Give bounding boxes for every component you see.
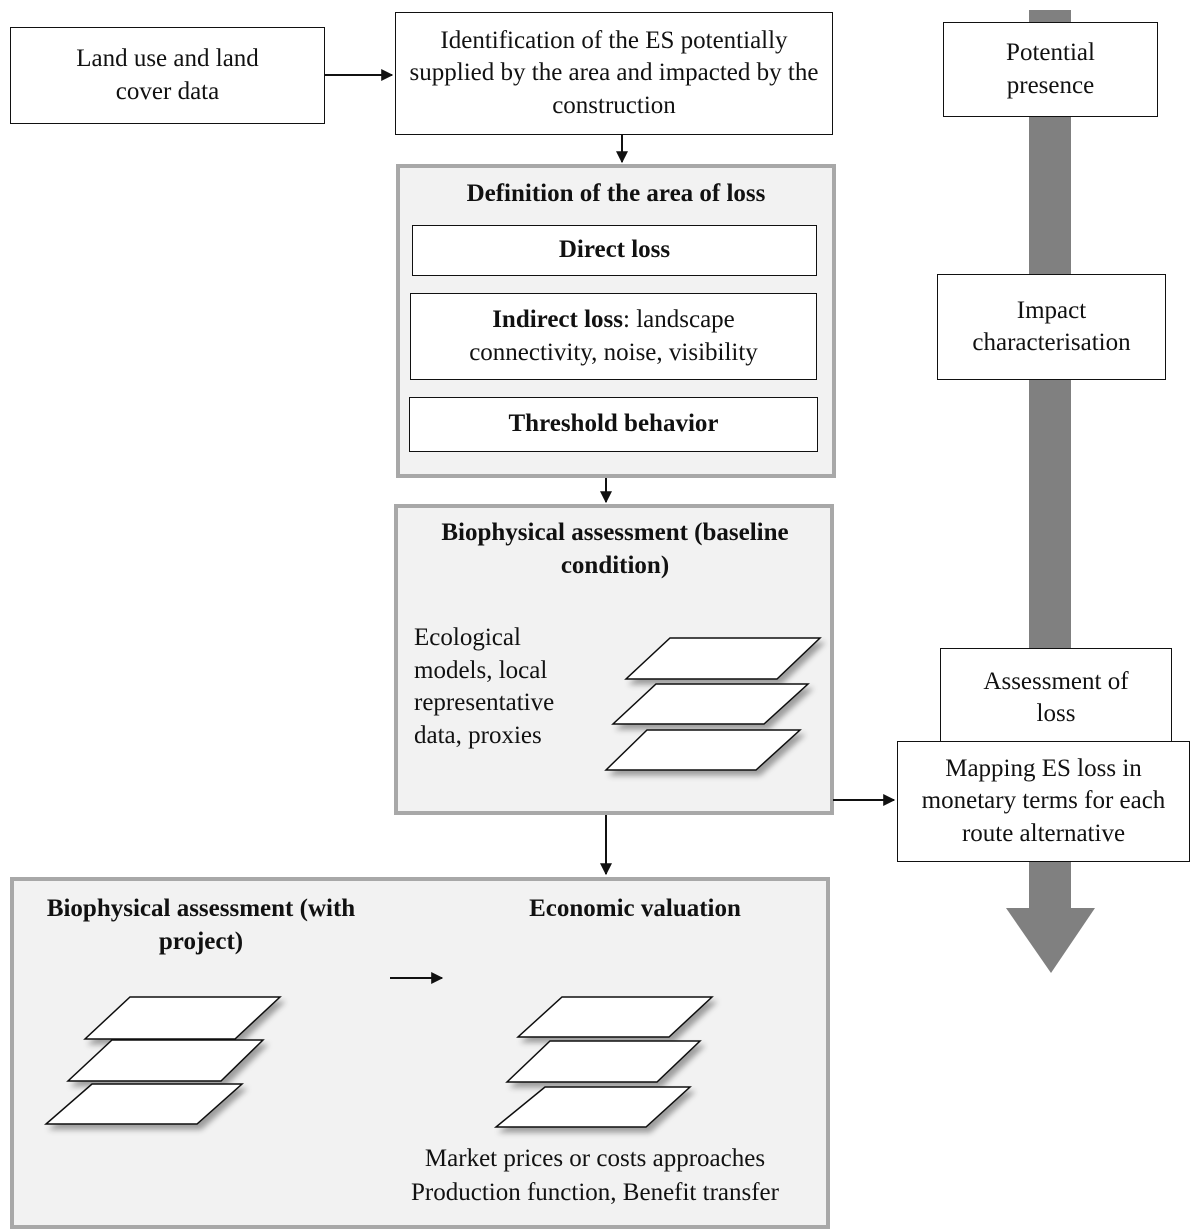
threshold-behavior-box: Threshold behavior bbox=[409, 397, 818, 452]
baseline-layer-bottom bbox=[604, 729, 802, 771]
indirect-loss-box: Indirect loss: landscape connectivity, n… bbox=[410, 293, 817, 380]
approaches-line-2: Production function, Benefit transfer bbox=[411, 1179, 779, 1206]
with-project-title: Biophysical assessment (with project) bbox=[46, 895, 356, 955]
baseline-panel-title: Biophysical assessment (baseline conditi… bbox=[441, 519, 789, 579]
land-use-label: Land use and land cover data bbox=[76, 45, 259, 105]
baseline-layer-top bbox=[624, 637, 822, 680]
economic-layer-middle bbox=[505, 1040, 702, 1083]
direct-loss-label: Direct loss bbox=[558, 236, 671, 264]
with-project-layer-stack bbox=[43, 996, 282, 1125]
stage-arrow-head bbox=[1006, 908, 1095, 973]
definition-panel-title: Definition of the area of loss bbox=[466, 180, 766, 207]
indirect-loss-text: Indirect loss: landscape connectivity, n… bbox=[449, 304, 779, 369]
es-identification-box: Identification of the ES potentially sup… bbox=[395, 12, 833, 135]
threshold-behavior-label: Threshold behavior bbox=[508, 410, 719, 438]
direct-loss-box: Direct loss bbox=[412, 225, 817, 276]
economic-layer-bottom bbox=[493, 1086, 692, 1128]
approaches-line-1: Market prices or costs approaches bbox=[424, 1145, 766, 1172]
mapping-es-loss-label: Mapping ES loss in monetary terms for ea… bbox=[921, 754, 1166, 847]
baseline-methods-text: Ecological models, local representative … bbox=[414, 624, 555, 749]
project-layer-middle bbox=[66, 1039, 265, 1082]
baseline-layer-stack bbox=[604, 637, 822, 771]
project-layer-bottom bbox=[43, 1083, 244, 1125]
indirect-loss-bold-label: Indirect loss bbox=[492, 306, 624, 333]
stage-potential-presence: Potential presence bbox=[943, 22, 1158, 117]
indirect-loss-detail: : landscape connectivity, noise, visibil… bbox=[469, 306, 758, 366]
project-layer-top bbox=[83, 996, 282, 1040]
stage-impact-label: Impact characterisation bbox=[972, 296, 1131, 357]
stage-assessment-of-loss: Assessment of loss bbox=[940, 648, 1172, 748]
mapping-es-loss-box: Mapping ES loss in monetary terms for ea… bbox=[897, 741, 1190, 862]
baseline-layer-middle bbox=[611, 683, 810, 725]
stage-impact-characterisation: Impact characterisation bbox=[937, 274, 1166, 380]
land-use-data-box: Land use and land cover data bbox=[10, 27, 325, 124]
stage-potential-label: Potential presence bbox=[1006, 39, 1095, 99]
economic-layer-top bbox=[516, 996, 714, 1038]
economic-layer-stack bbox=[493, 996, 714, 1128]
es-identification-label: Identification of the ES potentially sup… bbox=[409, 26, 819, 119]
economic-valuation-title: Economic valuation bbox=[529, 895, 741, 922]
stage-loss-label: Assessment of loss bbox=[983, 667, 1129, 728]
